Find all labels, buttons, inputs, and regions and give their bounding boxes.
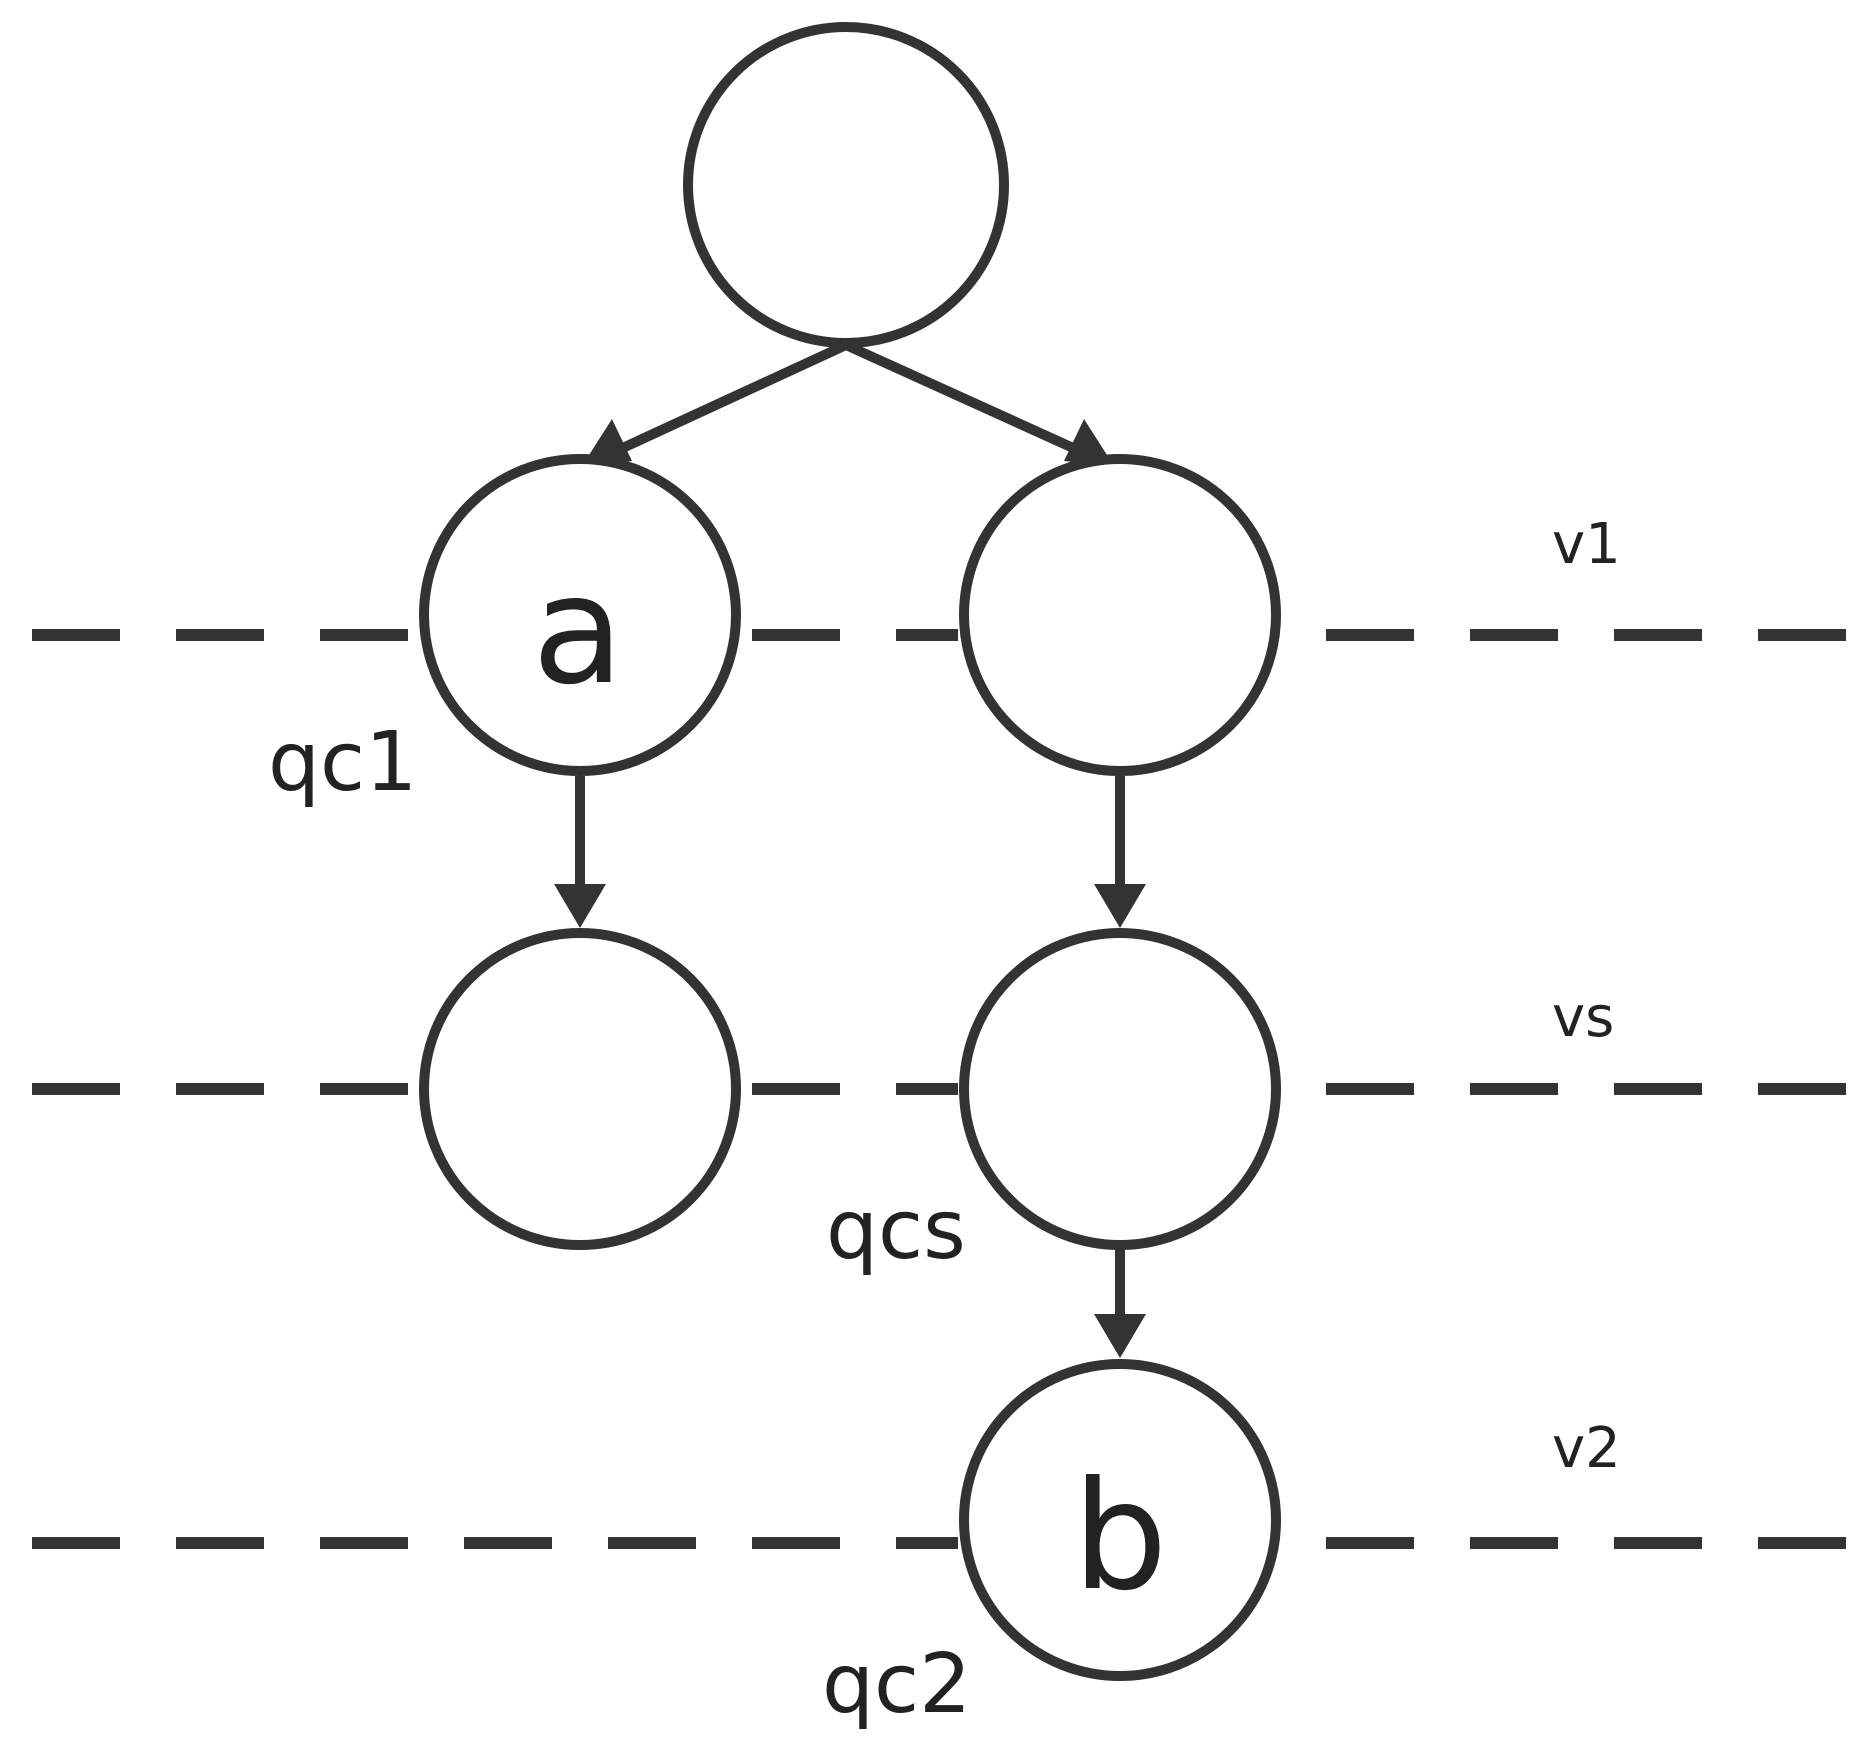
edge-right-mid-to-b: [1094, 1248, 1146, 1358]
node-right-top: [959, 454, 1281, 776]
root-node: [683, 22, 1009, 348]
level-label-vs: vs: [1552, 985, 1614, 1050]
node-left-mid: [419, 928, 741, 1250]
edge-root-to-right-top: [843, 340, 1114, 466]
level-label-v1: v1: [1552, 512, 1621, 577]
edge-right-top-to-right-mid: [1094, 776, 1146, 928]
node-right-mid: [959, 928, 1281, 1250]
node-b-label: b: [1072, 1450, 1167, 1624]
annotation-qc1: qc1: [268, 715, 417, 810]
node-a: [419, 454, 741, 776]
node-b: [959, 1359, 1281, 1681]
annotation-qc2: qc2: [822, 1637, 971, 1732]
level-label-v2: v2: [1552, 1416, 1621, 1481]
annotation-qcs: qcs: [826, 1183, 966, 1278]
edge-a-to-left-mid: [554, 776, 606, 928]
edge-root-to-a: [582, 340, 849, 466]
node-a-label: a: [532, 544, 624, 718]
